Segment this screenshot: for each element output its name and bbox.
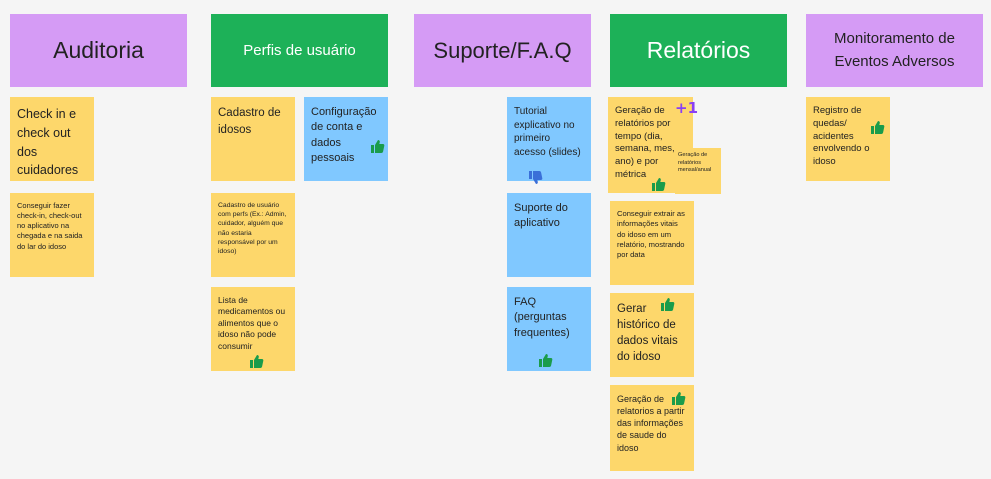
note-geracao-relatorios-text: Geração de relatórios por tempo (dia, se… xyxy=(615,105,675,181)
thumbs-up-icon[interactable] xyxy=(650,176,666,192)
header-perfis-label: Perfis de usuário xyxy=(243,42,356,59)
note-suporte-app-text: Suporte do aplicativo xyxy=(514,202,568,230)
sticky-note-suporte-app[interactable]: Suporte do aplicativo xyxy=(507,193,591,277)
note-checkin-text: Check in e check out dos cuidadores xyxy=(17,107,79,178)
sticky-note-config-conta[interactable]: Configuração de conta e dados pessoais xyxy=(304,97,388,181)
header-suporte[interactable]: Suporte/F.A.Q xyxy=(414,14,591,87)
sticky-note-checkin-detail[interactable]: Conseguir fazer check-in, check-out no a… xyxy=(10,193,94,277)
sticky-note-cadastro-idosos[interactable]: Cadastro de idosos xyxy=(211,97,295,181)
sticky-note-registro-quedas[interactable]: Registro de quedas/ acidentes envolvendo… xyxy=(806,97,890,181)
sticky-note-historico[interactable]: Gerar histórico de dados vitais do idoso xyxy=(610,293,694,377)
thumbs-up-icon[interactable] xyxy=(659,296,675,312)
note-cadastro-usuario-text: Cadastro de usuário com perfs (Ex.: Admi… xyxy=(218,202,287,255)
note-checkin-detail-text: Conseguir fazer check-in, check-out no a… xyxy=(17,201,83,251)
note-cadastro-idosos-text: Cadastro de idosos xyxy=(218,107,281,137)
sticky-note-lista-medicamentos[interactable]: Lista de medicamentos ou alimentos que o… xyxy=(211,287,295,371)
plus-one-badge[interactable]: +1 xyxy=(675,99,699,117)
note-config-conta-text: Configuração de conta e dados pessoais xyxy=(311,106,377,165)
note-historico-text: Gerar histórico de dados vitais do idoso xyxy=(617,303,678,364)
sticky-note-tutorial[interactable]: Tutorial explicativo no primeiro acesso … xyxy=(507,97,591,181)
header-perfis[interactable]: Perfis de usuário xyxy=(211,14,388,87)
note-geracao-mensal-text: Geração de relatórios mensal/anual xyxy=(678,152,712,174)
header-monitoramento[interactable]: Monitoramento de Eventos Adversos xyxy=(806,14,983,87)
note-extrair-info-text: Conseguir extrair as informações vitais … xyxy=(617,209,685,259)
sticky-note-faq[interactable]: FAQ (perguntas frequentes) xyxy=(507,287,591,371)
header-monitoramento-label: Monitoramento de Eventos Adversos xyxy=(834,30,955,70)
header-auditoria[interactable]: Auditoria xyxy=(10,14,187,87)
header-auditoria-label: Auditoria xyxy=(53,37,144,63)
header-relatorios-label: Relatórios xyxy=(646,37,751,63)
sticky-note-geracao-mensal[interactable]: Geração de relatórios mensal/anual xyxy=(675,148,721,194)
note-geracao-saude-text: Geração de relatorios a partir das infor… xyxy=(617,394,685,453)
note-lista-medicamentos-text: Lista de medicamentos ou alimentos que o… xyxy=(218,295,286,351)
header-relatorios[interactable]: Relatórios xyxy=(610,14,787,87)
thumbs-up-icon[interactable] xyxy=(248,353,264,369)
sticky-note-cadastro-usuario[interactable]: Cadastro de usuário com perfs (Ex.: Admi… xyxy=(211,193,295,277)
thumbs-up-icon[interactable] xyxy=(869,119,885,135)
sticky-note-extrair-info[interactable]: Conseguir extrair as informações vitais … xyxy=(610,201,694,285)
note-registro-quedas-text: Registro de quedas/ acidentes envolvendo… xyxy=(813,105,870,168)
thumbs-down-icon[interactable] xyxy=(527,170,543,186)
sticky-note-checkin[interactable]: Check in e check out dos cuidadores xyxy=(10,97,94,181)
thumbs-up-icon[interactable] xyxy=(369,138,385,154)
note-tutorial-text: Tutorial explicativo no primeiro acesso … xyxy=(514,106,581,158)
header-suporte-label: Suporte/F.A.Q xyxy=(433,37,572,63)
thumbs-up-icon[interactable] xyxy=(537,352,553,368)
note-faq-text: FAQ (perguntas frequentes) xyxy=(514,296,570,339)
thumbs-up-icon[interactable] xyxy=(670,390,686,406)
